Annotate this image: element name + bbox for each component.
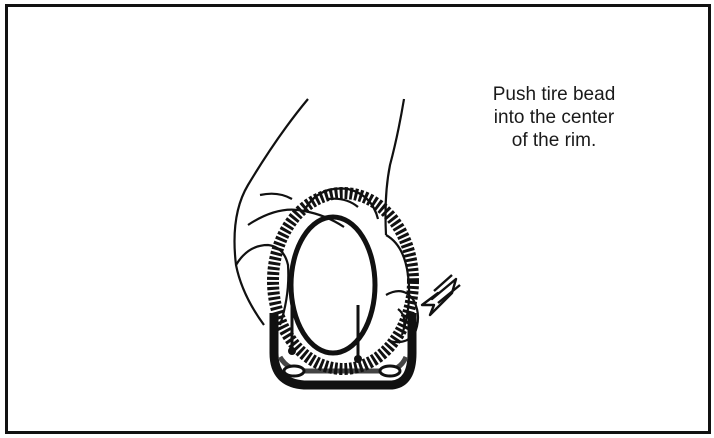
- figure-frame: Push tire bead into the center of the ri…: [5, 4, 711, 434]
- pointer-arrow-icon: [422, 275, 460, 315]
- instruction-caption: Push tire bead into the center of the ri…: [460, 83, 648, 152]
- tire-mounting-illustration: [208, 95, 488, 405]
- caption-line-3: of the rim.: [460, 129, 648, 152]
- caption-line-2: into the center: [460, 106, 648, 129]
- wheel-rim-illustration: [273, 193, 413, 385]
- caption-line-1: Push tire bead: [460, 83, 648, 106]
